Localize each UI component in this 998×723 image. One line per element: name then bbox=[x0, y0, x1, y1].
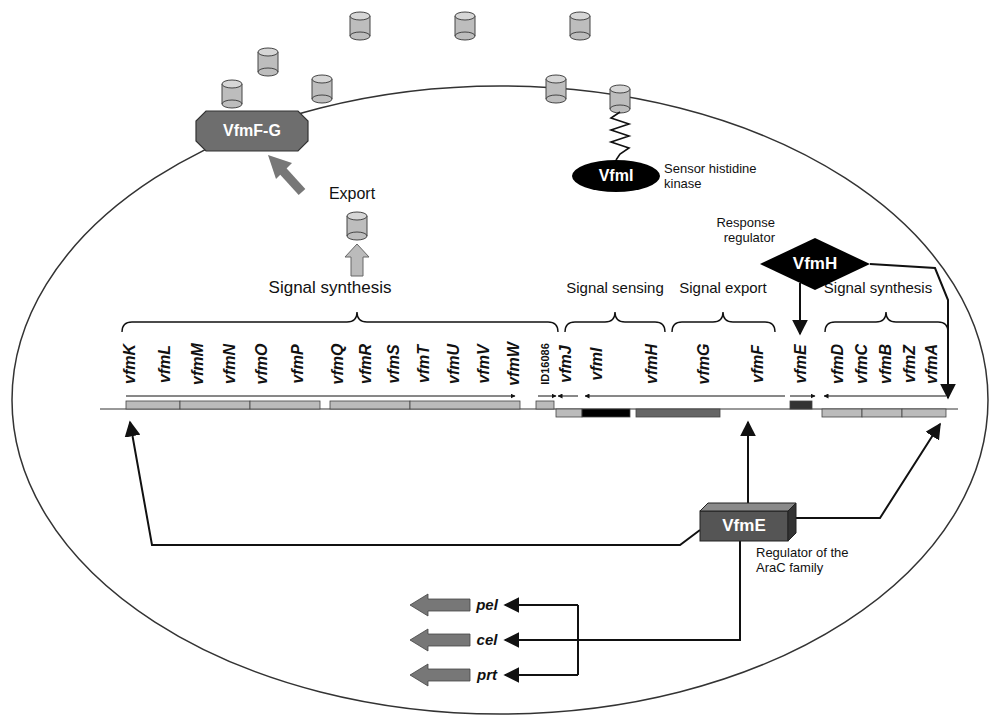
target-gene-arrows bbox=[410, 594, 470, 686]
cell-membrane bbox=[12, 86, 988, 714]
node-description: Sensor histidine kinase bbox=[664, 162, 759, 192]
node-description: Response regulator bbox=[665, 216, 775, 246]
gene-name: vfmE bbox=[792, 344, 810, 383]
gene-bars bbox=[126, 401, 946, 417]
gene-name: vfmC bbox=[853, 344, 871, 384]
gene-name: vfmI bbox=[588, 348, 606, 381]
gene-name: vfmN bbox=[221, 344, 239, 384]
gene-name: vfmJ bbox=[557, 345, 575, 382]
gene-name: vfmP bbox=[289, 344, 307, 383]
brace bbox=[825, 312, 948, 332]
gene-name: vfmS bbox=[385, 344, 403, 383]
gene-name: vfmW bbox=[505, 342, 523, 386]
sensor-ellipse: VfmISensor histidine kinase bbox=[572, 160, 660, 192]
gene-name: ID16086 bbox=[539, 343, 551, 385]
gene-name: vfmD bbox=[829, 344, 847, 384]
transmembrane-helix bbox=[611, 112, 629, 160]
gene-name: vfmF bbox=[749, 345, 767, 383]
gene-name: vfmZ bbox=[901, 345, 919, 383]
annotation-label: Signal sensing bbox=[566, 280, 664, 297]
node-title: VfmF-G bbox=[223, 122, 281, 140]
regulation-arrows bbox=[130, 264, 948, 675]
exporter-octagon: VfmF-G bbox=[196, 111, 308, 151]
node-text-holder: VfmE bbox=[700, 503, 788, 541]
gene-name: vfmT bbox=[415, 345, 433, 383]
gene-name: vfmG bbox=[695, 344, 713, 385]
gene-direction-arrows bbox=[126, 396, 946, 397]
annotation-label: cel bbox=[477, 632, 498, 649]
annotation-label: Signal synthesis bbox=[269, 279, 392, 298]
synthesis-arrow bbox=[345, 244, 369, 276]
gene-name: vfmQ bbox=[329, 344, 347, 385]
node-text-holder: VfmI bbox=[572, 160, 660, 192]
gene-name: vfmM bbox=[189, 343, 207, 385]
gene-name: vfmL bbox=[156, 345, 174, 383]
node-description: Regulator of the AraC family bbox=[756, 546, 876, 576]
regulator-box: VfmERegulator of the AraC family bbox=[700, 503, 796, 541]
gene-name: vfmA bbox=[923, 344, 941, 384]
node-title: VfmH bbox=[793, 254, 837, 274]
node-text-holder: VfmH bbox=[760, 238, 870, 290]
gene-name: vfmO bbox=[253, 344, 271, 385]
export-arrow bbox=[282, 170, 302, 192]
node-text-holder: VfmF-G bbox=[196, 111, 308, 151]
brace bbox=[565, 312, 665, 332]
export-arrowhead bbox=[268, 155, 292, 179]
node-title: VfmE bbox=[722, 516, 765, 536]
gene-name: vfmK bbox=[121, 344, 139, 384]
regulator-diamond: VfmHResponse regulator bbox=[760, 238, 870, 290]
brace bbox=[672, 312, 775, 332]
gene-name: vfmV bbox=[475, 344, 493, 383]
gene-name: vfmH bbox=[643, 344, 661, 384]
brace bbox=[122, 312, 558, 332]
gene-name: vfmB bbox=[877, 344, 895, 384]
annotation-label: Export bbox=[329, 185, 375, 203]
node-title: VfmI bbox=[599, 167, 634, 185]
annotation-label: prt bbox=[477, 667, 497, 684]
gene-name: vfmR bbox=[357, 344, 375, 384]
annotation-label: Signal export bbox=[679, 280, 767, 297]
annotation-label: pel bbox=[476, 597, 498, 614]
annotation-label: Signal synthesis bbox=[824, 280, 932, 297]
gene-name: vfmU bbox=[445, 344, 463, 384]
